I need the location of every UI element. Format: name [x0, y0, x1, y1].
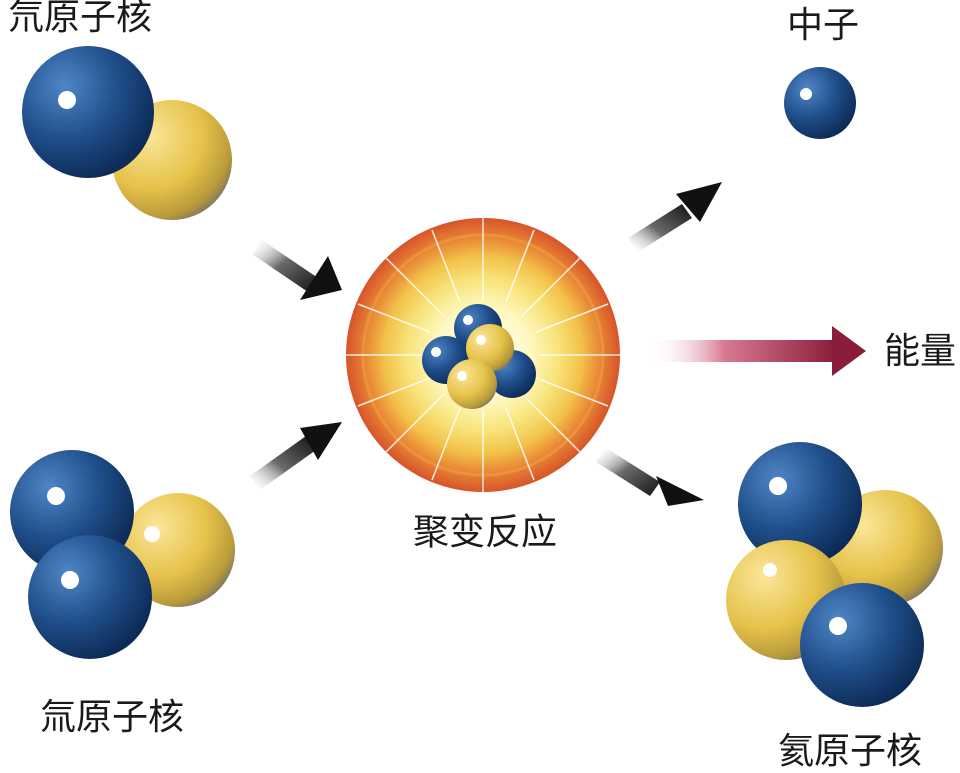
energy-label: 能量 — [884, 331, 957, 372]
proton-ball — [738, 442, 862, 566]
deuterium-label: 氘原子核 — [8, 0, 153, 38]
proton-ball — [784, 67, 856, 139]
helium-nucleus — [726, 442, 943, 707]
deuterium-nucleus — [22, 46, 232, 220]
arrow-out-energy — [650, 326, 866, 376]
tritium-nucleus — [10, 450, 235, 659]
neutron-label: 中子 — [787, 5, 860, 46]
fusion-rays — [346, 218, 620, 492]
neutron-ball — [121, 493, 235, 607]
fusion-core — [346, 218, 620, 492]
neutron-particle — [784, 67, 856, 139]
highlight — [476, 335, 486, 345]
neutron-ball — [447, 359, 497, 409]
highlight — [47, 487, 65, 505]
tritium-label: 氚原子核 — [40, 697, 185, 738]
arrow-out-helium — [596, 448, 704, 506]
highlight — [431, 347, 441, 357]
highlight — [829, 617, 847, 635]
proton-ball — [22, 46, 154, 178]
fusion-label: 聚变反应 — [413, 512, 558, 553]
highlight — [769, 477, 787, 495]
arrow-in-top — [252, 240, 342, 300]
highlight — [763, 563, 777, 577]
highlight — [144, 526, 160, 542]
arrow-out-neutron — [628, 182, 722, 252]
proton-ball — [28, 535, 152, 659]
highlight — [58, 91, 76, 109]
highlight — [800, 88, 812, 100]
proton-ball — [800, 583, 924, 707]
highlight — [457, 371, 467, 381]
arrow-in-bottom — [250, 422, 342, 490]
fusion-cluster — [422, 304, 536, 409]
highlight — [61, 571, 79, 589]
helium-label: 氦原子核 — [778, 731, 923, 772]
highlight — [463, 315, 473, 325]
